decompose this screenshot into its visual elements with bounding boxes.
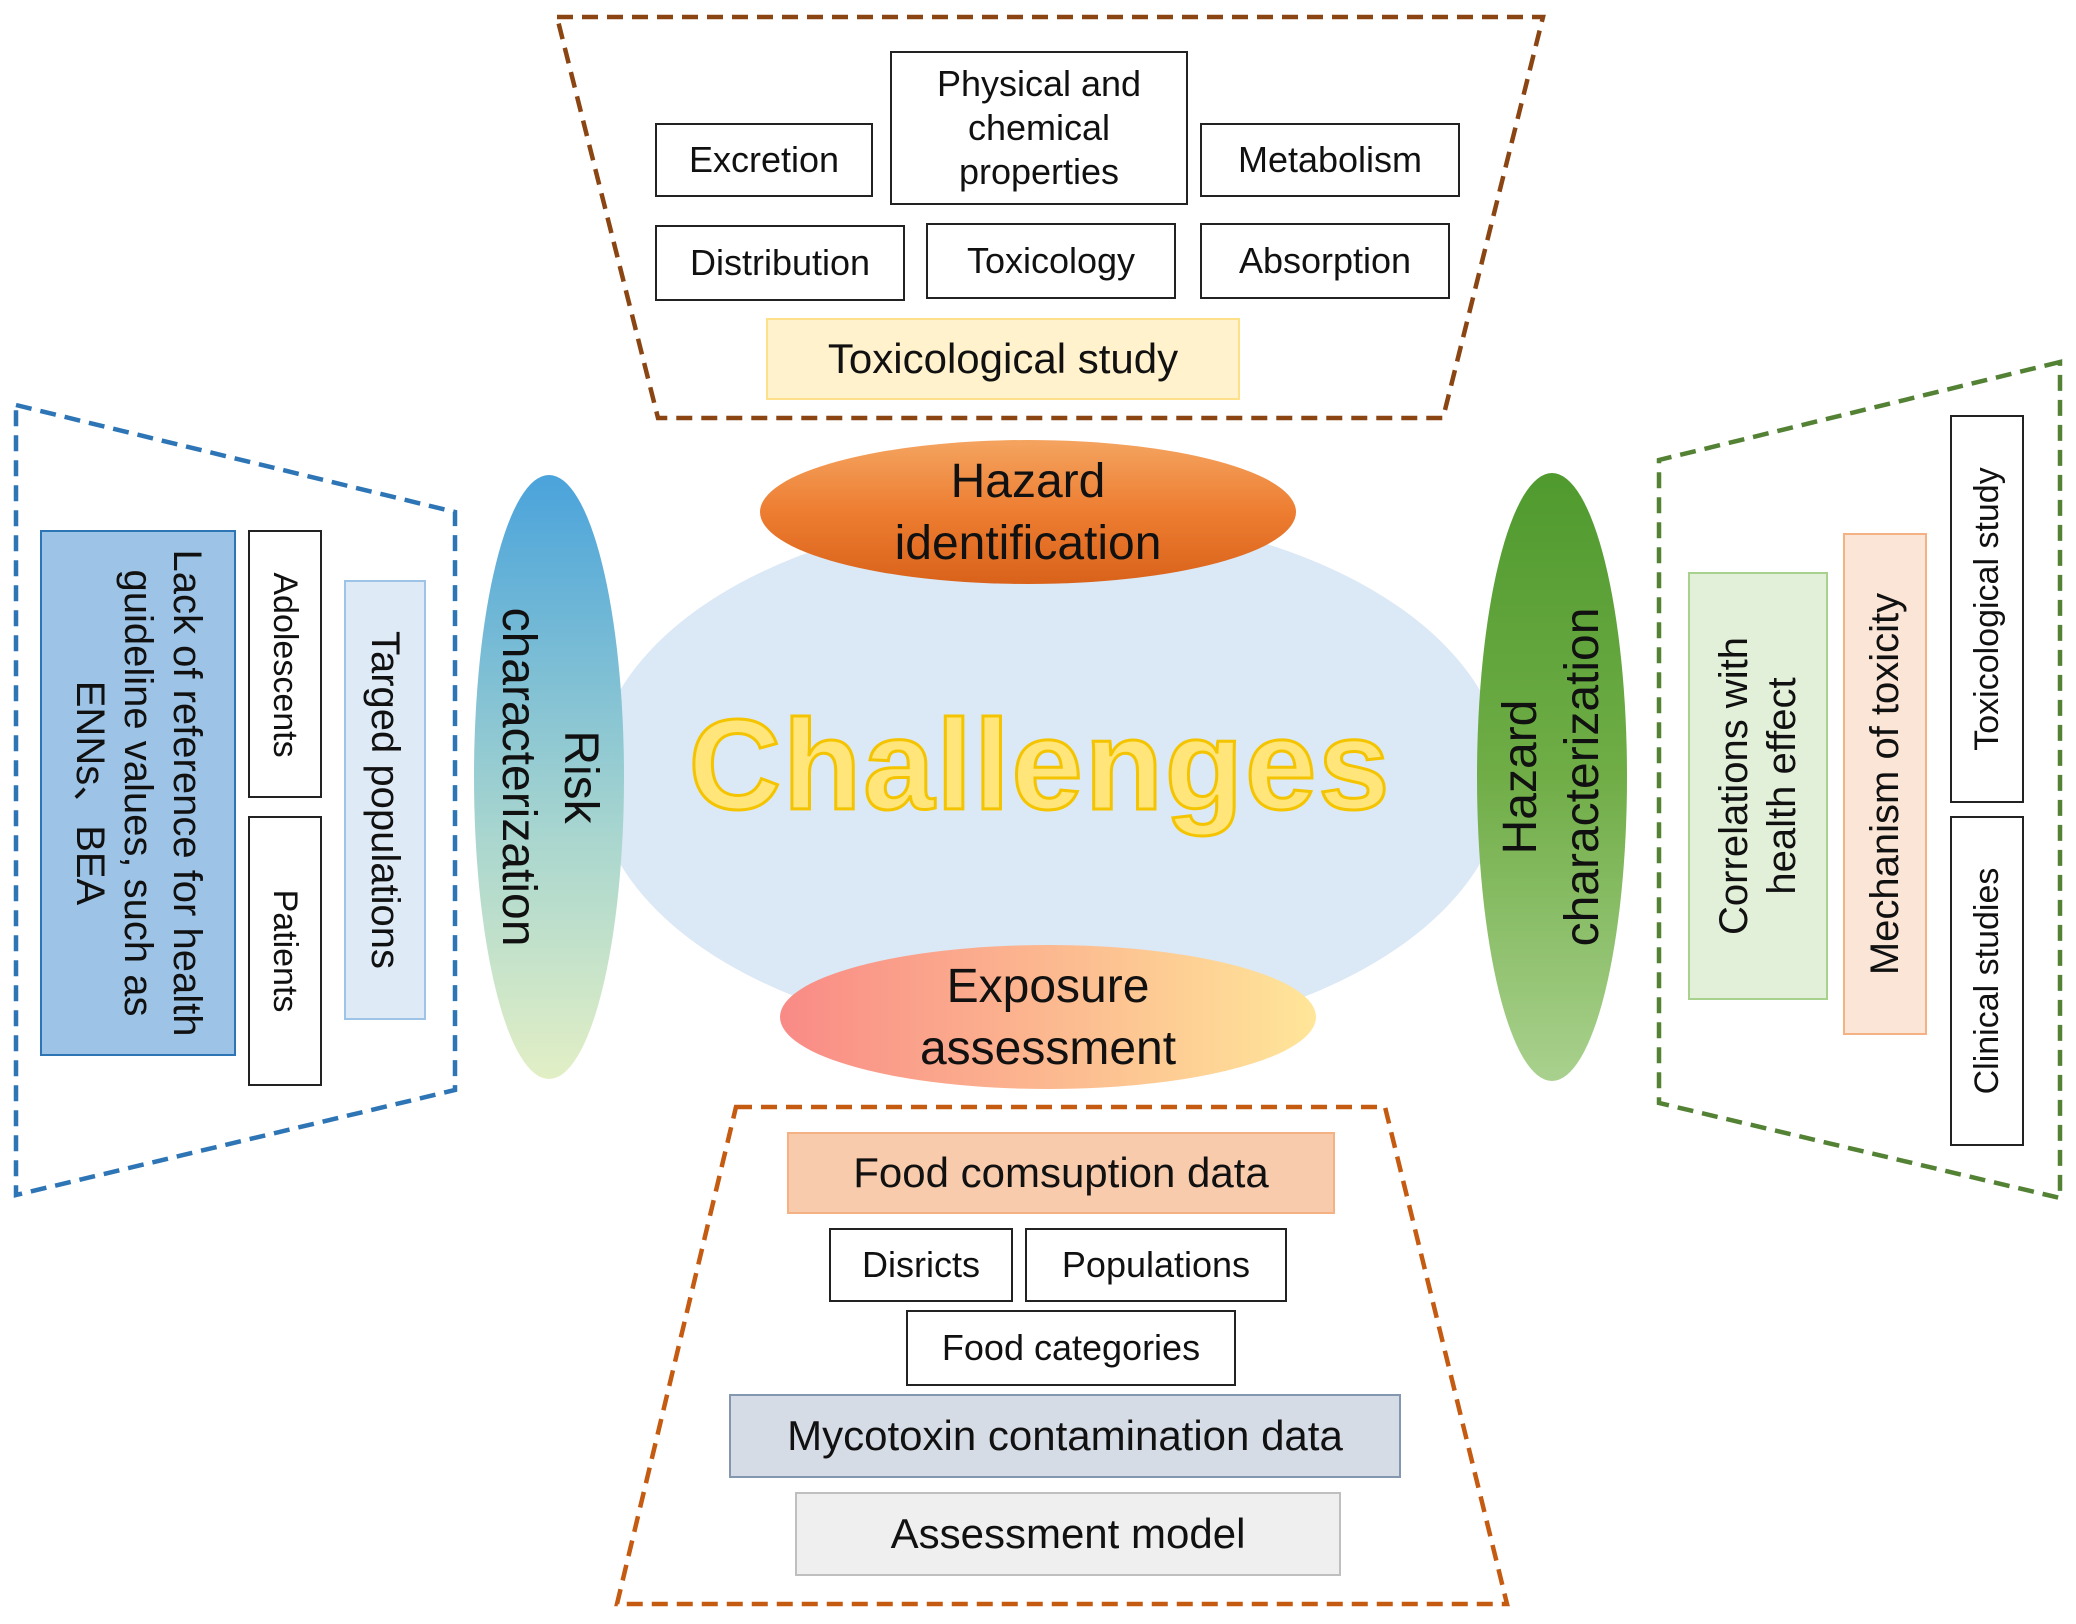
toxicological-study-right-box — [1950, 415, 2024, 803]
toxicology-box: Toxicology — [926, 223, 1176, 299]
clinical-studies-label: Clinical studies — [1967, 867, 2006, 1095]
metabolism-box: Metabolism — [1200, 123, 1460, 197]
mechanism-box — [1843, 533, 1927, 1035]
mechanism-label: Mechanism of toxicity — [1862, 592, 1907, 976]
adolescents-label: Adolescents — [266, 572, 305, 758]
adolescents-box — [248, 530, 322, 798]
patients-box — [248, 816, 322, 1086]
center-ellipse — [595, 512, 1505, 1042]
mycotoxin-box: Mycotoxin contamination data — [729, 1394, 1401, 1478]
hazard-characterization-label: Hazard characterization — [1493, 607, 1609, 947]
hazard-identification-label: Hazard identification — [894, 454, 1162, 570]
lack-reference-box — [40, 530, 236, 1056]
left-panel-frame — [13, 402, 458, 1198]
clinical-studies-box — [1950, 816, 2024, 1146]
excretion-box: Excretion — [655, 123, 873, 197]
challenges-title: Challenges — [687, 692, 1392, 838]
risk-characterization-ellipse — [474, 475, 624, 1079]
assessment-model-box: Assessment model — [795, 1492, 1341, 1576]
districts-box: Disricts — [829, 1228, 1013, 1302]
physical-chemical-box: Physical and chemical properties — [890, 51, 1188, 205]
top-panel-frame — [554, 14, 1546, 421]
correlations-box — [1688, 572, 1828, 1000]
risk-characterization-label: Risk characterization — [492, 607, 608, 947]
hazard-identification-ellipse — [760, 440, 1296, 584]
populations-box: Populations — [1025, 1228, 1287, 1302]
distribution-box: Distribution — [655, 225, 905, 301]
targeted-populations-label: Targed populations — [363, 630, 408, 970]
lack-reference-label: Lack of reference for health guideline v… — [67, 549, 210, 1037]
food-categories-box: Food categories — [906, 1310, 1236, 1386]
hazard-characterization-ellipse — [1477, 473, 1627, 1081]
bottom-panel-frame — [614, 1104, 1510, 1607]
right-panel-frame — [1656, 359, 2063, 1201]
patients-label: Patients — [266, 889, 305, 1013]
food-consumption-box: Food comsuption data — [787, 1132, 1335, 1214]
correlations-label: Correlations with health effect — [1712, 637, 1804, 935]
exposure-assessment-label: Exposure assessment — [919, 959, 1177, 1075]
targeted-populations-box — [344, 580, 426, 1020]
absorption-box: Absorption — [1200, 223, 1450, 299]
exposure-assessment-ellipse — [780, 945, 1316, 1089]
toxicological-study-box: Toxicological study — [766, 318, 1240, 400]
toxicological-study-right-label: Toxicological study — [1967, 467, 2006, 751]
